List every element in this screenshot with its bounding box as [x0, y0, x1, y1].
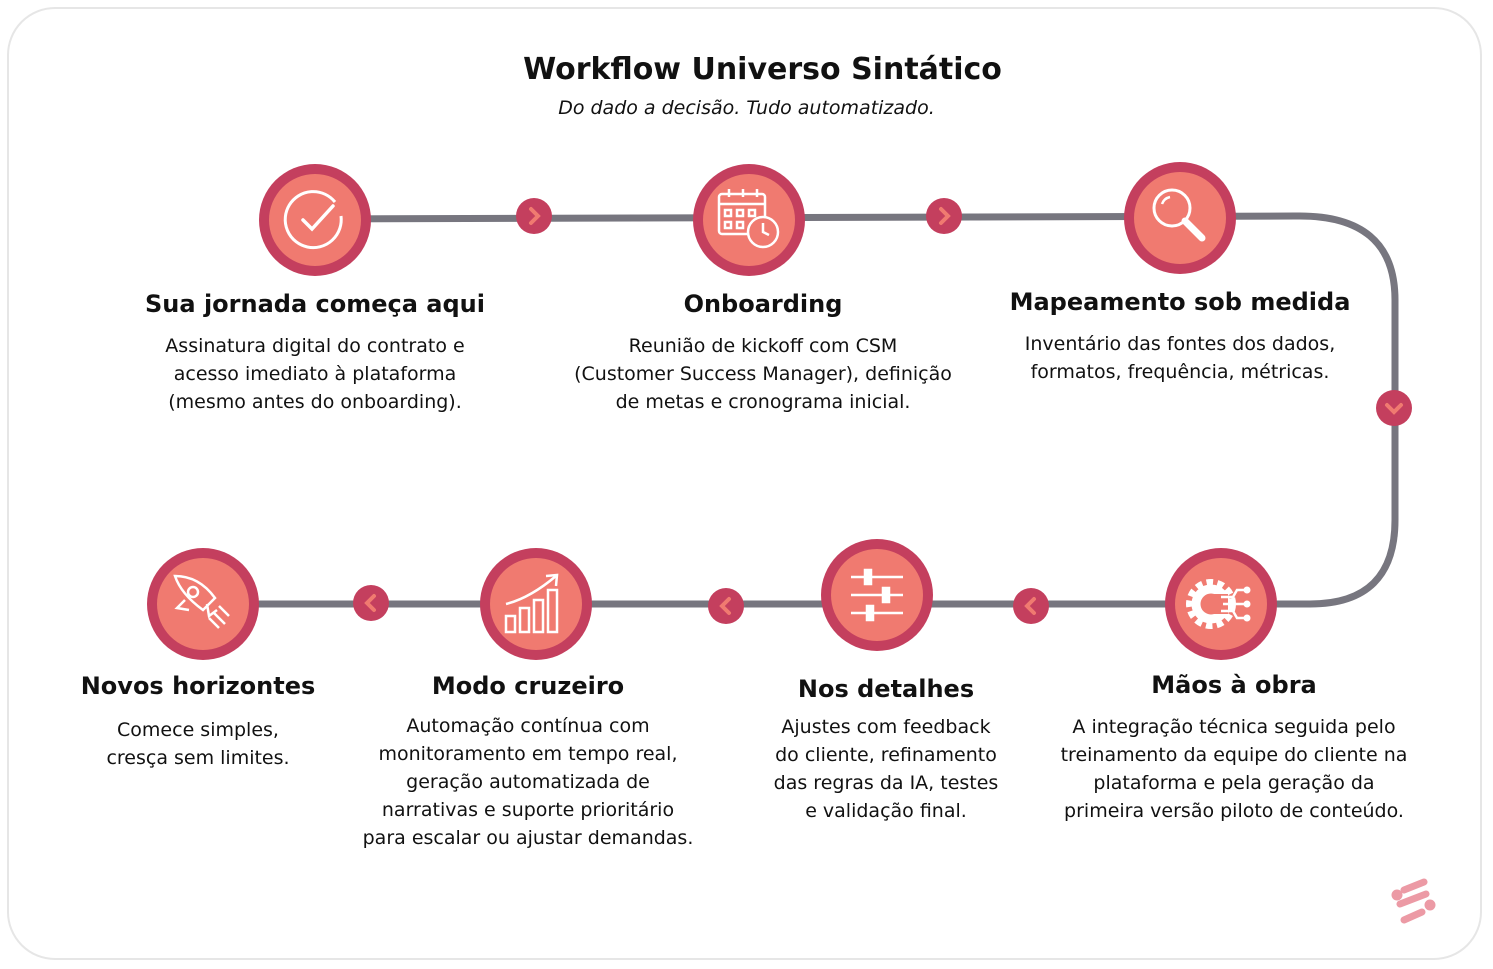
step-text: plataforma e pela geração da	[1093, 772, 1375, 794]
step-text: de metas e cronograma inicial.	[615, 391, 911, 413]
step-title: Sua jornada começa aqui	[145, 290, 485, 318]
chevron-left-icon	[353, 585, 389, 621]
chevron-right-icon	[516, 198, 552, 234]
card-border	[7, 7, 1482, 960]
step-text: Automação contínua com	[406, 715, 650, 737]
step-text: acesso imediato à plataforma	[173, 363, 457, 385]
magnifier-icon	[1152, 188, 1206, 242]
step-text: para escalar ou ajustar demandas.	[362, 827, 694, 849]
chevron-right-icon	[926, 198, 962, 234]
step-6-node	[480, 548, 592, 660]
step-text: formatos, frequência, métricas.	[1030, 361, 1330, 383]
diagram-subtitle: Do dado a decisão. Tudo automatizado.	[558, 97, 935, 119]
brand-logo-icon	[1391, 878, 1436, 924]
chevron-left-icon	[708, 588, 744, 624]
step-text: Reunião de kickoff com CSM	[628, 335, 898, 357]
step-3-node	[1124, 162, 1236, 274]
step-title: Novos horizontes	[80, 672, 316, 700]
chevron-left-icon	[1013, 588, 1049, 624]
step-text: primeira versão piloto de conteúdo.	[1064, 800, 1404, 822]
step-title: Mãos à obra	[1151, 671, 1317, 699]
growth-chart-icon	[504, 573, 559, 634]
step-text: das regras da IA, testes	[773, 772, 999, 794]
step-1-node	[259, 164, 371, 276]
step-title: Mapeamento sob medida	[1009, 288, 1351, 316]
check-circle-icon	[283, 190, 343, 250]
step-text: (mesmo antes do onboarding).	[168, 391, 462, 413]
step-5-node	[821, 539, 933, 651]
step-title: Modo cruzeiro	[431, 672, 625, 700]
step-7-node	[147, 548, 259, 660]
step-text: e validação final.	[805, 800, 967, 822]
step-text: do cliente, refinamento	[775, 744, 997, 766]
step-4-node	[1165, 548, 1277, 660]
step-text: treinamento da equipe do cliente na	[1060, 744, 1408, 766]
step-text: monitoramento em tempo real,	[378, 743, 678, 765]
diagram-title: Workflow Universo Sintático	[523, 52, 1002, 87]
sliders-icon	[851, 568, 903, 622]
step-text: Assinatura digital do contrato e	[165, 335, 465, 357]
chevron-down-icon	[1376, 390, 1412, 426]
step-text: Comece simples,	[117, 719, 279, 741]
step-text: (Customer Success Manager), definição	[574, 363, 952, 385]
rocket-icon	[173, 574, 230, 629]
step-title: Nos detalhes	[797, 675, 975, 703]
step-text: narrativas e suporte prioritário	[381, 799, 675, 821]
gear-circuit-icon	[1186, 579, 1251, 629]
step-text: Inventário das fontes dos dados,	[1024, 333, 1336, 355]
calendar-clock-icon	[717, 189, 780, 249]
step-text: geração automatizada de	[406, 771, 650, 793]
step-4: Mãos à obra A integração técnica seguida …	[1044, 671, 1424, 825]
step-text: cresça sem limites.	[106, 747, 290, 769]
step-title: Onboarding	[683, 290, 843, 318]
step-2-node	[693, 164, 805, 276]
step-text: A integração técnica seguida pelo	[1072, 716, 1396, 738]
step-text: Ajustes com feedback	[781, 716, 991, 738]
